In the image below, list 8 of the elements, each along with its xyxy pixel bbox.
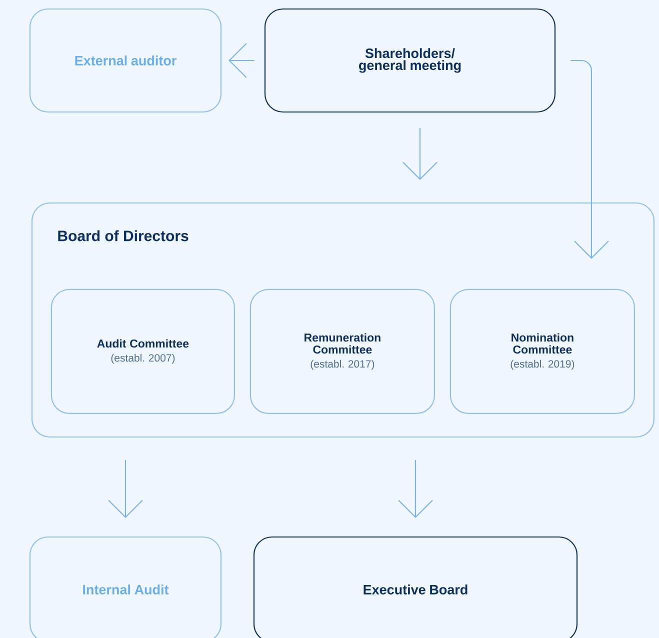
committee-box: Audit Committee (establ. 2007)	[50, 288, 235, 414]
committee-box: Nomination Committee (establ. 2019)	[450, 288, 635, 414]
org-box: Shareholders/ general meeting	[264, 8, 556, 113]
org-box: External auditor	[29, 8, 222, 113]
org-box: Internal Audit	[29, 536, 222, 638]
org-box: Executive Board	[253, 536, 578, 638]
arrow	[570, 60, 609, 259]
committee-box: Remuneration Committee (establ. 2017)	[250, 288, 435, 414]
